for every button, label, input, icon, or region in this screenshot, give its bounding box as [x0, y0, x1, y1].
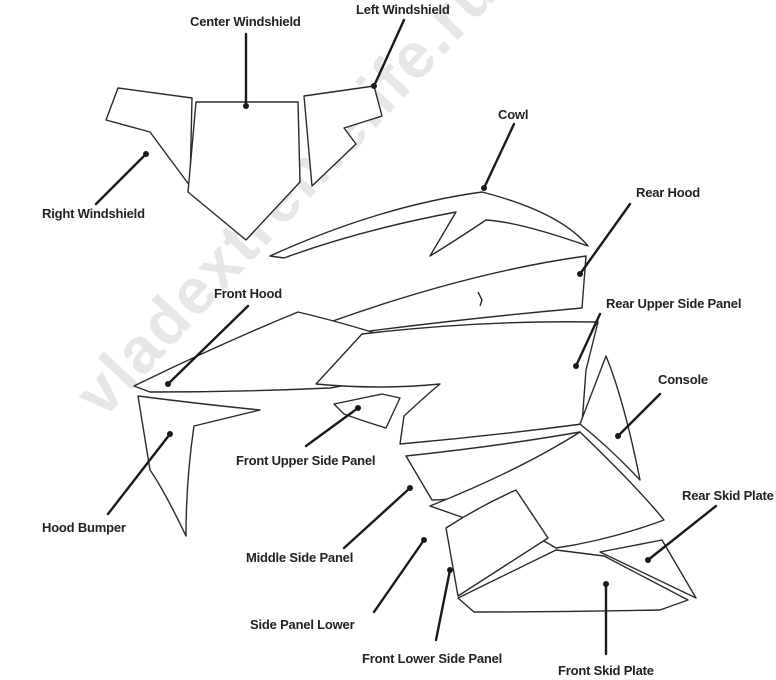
- leader-dot: [481, 185, 487, 191]
- leader-dot: [167, 431, 173, 437]
- label-middle-side-panel: Middle Side Panel: [246, 550, 354, 565]
- label-left-windshield: Left Windshield: [356, 2, 450, 17]
- leader-dot: [615, 433, 621, 439]
- leader-right-windshield: [94, 152, 148, 206]
- leader-hood-bumper: [106, 432, 172, 516]
- leader-dot: [143, 151, 149, 157]
- label-front-hood: Front Hood: [214, 286, 283, 301]
- leader-cowl: [482, 122, 516, 190]
- rear-hood-part: [329, 255, 587, 333]
- leader-rear-upper-side-panel: [574, 312, 602, 368]
- right-windshield-part: [105, 87, 193, 187]
- leader-dot: [603, 581, 609, 587]
- rear-skid-plate-part: [599, 539, 697, 599]
- leader-console: [616, 392, 662, 438]
- rear-upper-side-panel-part: [315, 321, 599, 445]
- label-console: Console: [658, 372, 708, 387]
- label-rear-hood: Rear Hood: [636, 185, 700, 200]
- leader-dot: [165, 381, 171, 387]
- leader-side-panel-lower: [372, 538, 426, 614]
- leader-rear-hood: [578, 202, 632, 276]
- rear-hood-tab: [477, 291, 483, 307]
- label-rear-upper-side-panel: Rear Upper Side Panel: [606, 296, 742, 311]
- leader-dot: [645, 557, 651, 563]
- leader-dot: [355, 405, 361, 411]
- leader-dot: [447, 567, 453, 573]
- label-front-skid-plate: Front Skid Plate: [558, 663, 654, 678]
- leader-front-lower-side-panel: [434, 568, 452, 642]
- leader-left-windshield: [372, 18, 406, 88]
- leader-rear-skid-plate: [646, 504, 718, 562]
- left-windshield-part: [303, 85, 383, 187]
- leader-dot: [421, 537, 427, 543]
- cowl-part: [269, 191, 589, 259]
- leader-dot: [573, 363, 579, 369]
- leader-dot: [407, 485, 413, 491]
- label-front-lower-side-panel: Front Lower Side Panel: [362, 651, 503, 666]
- front-skid-plate-part: [457, 549, 689, 613]
- leader-dot: [577, 271, 583, 277]
- label-hood-bumper: Hood Bumper: [42, 520, 126, 535]
- center-windshield-part: [187, 101, 301, 241]
- label-side-panel-lower: Side Panel Lower: [250, 617, 355, 632]
- label-center-windshield: Center Windshield: [190, 14, 301, 29]
- leader-middle-side-panel: [342, 486, 412, 550]
- label-cowl: Cowl: [498, 107, 529, 122]
- console-part: [579, 355, 641, 481]
- leader-front-upper-side-panel: [304, 406, 360, 448]
- label-rear-skid-plate: Rear Skid Plate: [682, 488, 774, 503]
- leader-dot: [243, 103, 249, 109]
- front-upper-side-panel-part: [333, 393, 401, 429]
- label-right-windshield: Right Windshield: [42, 206, 145, 221]
- leader-dot: [371, 83, 377, 89]
- front-lower-side-panel-part: [445, 489, 549, 597]
- leader-front-hood: [166, 304, 250, 386]
- hood-bumper-part: [137, 395, 261, 537]
- label-front-upper-side-panel: Front Upper Side Panel: [236, 453, 376, 468]
